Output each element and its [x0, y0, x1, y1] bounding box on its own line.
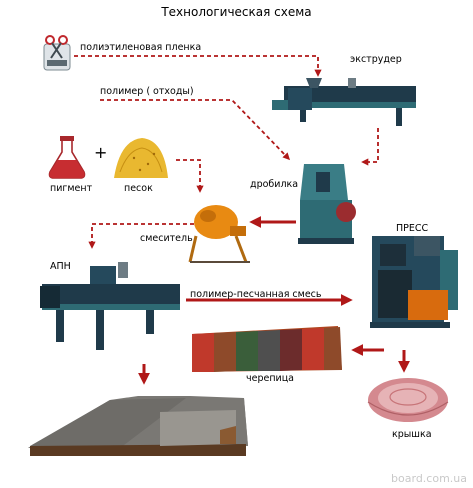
label-plus: + — [94, 143, 108, 162]
label-lid: крышка — [392, 429, 432, 440]
label-apn: АПН — [50, 261, 71, 272]
mixer-to-apn-arrow — [88, 223, 194, 249]
label-film: полиэтиленовая пленка — [80, 42, 202, 53]
label-sand: песок — [124, 183, 153, 194]
label-pigment: пигмент — [50, 183, 93, 194]
crusher-machine — [298, 164, 356, 244]
sand-pile-icon — [114, 138, 168, 178]
diagram-title: Технологическая схема — [161, 5, 312, 19]
polymer-waste-arrow — [100, 99, 291, 161]
label-mix: полимер-песчанная смесь — [190, 289, 322, 300]
extruder-to-crusher-arrow — [361, 128, 379, 166]
house-roof — [28, 396, 248, 456]
label-mixer: смеситель — [140, 233, 193, 244]
lid-item — [367, 378, 449, 422]
label-tile: черепица — [246, 373, 295, 384]
label-polymer-waste: полимер ( отходы) — [100, 86, 194, 97]
extruder-machine — [272, 78, 416, 126]
film-icon — [43, 35, 71, 71]
label-press: ПРЕСС — [396, 223, 429, 234]
film-arrow — [74, 55, 322, 77]
tile-sheet — [192, 326, 342, 372]
label-extruder: экструдер — [350, 54, 402, 65]
press-machine — [370, 236, 458, 328]
watermark: board.com.ua — [391, 472, 467, 485]
sand-to-mixer-arrow — [176, 159, 204, 193]
label-crusher: дробилка — [250, 179, 299, 190]
apn-machine — [40, 262, 180, 350]
mixer-machine — [188, 205, 250, 263]
flask-icon — [48, 136, 86, 179]
